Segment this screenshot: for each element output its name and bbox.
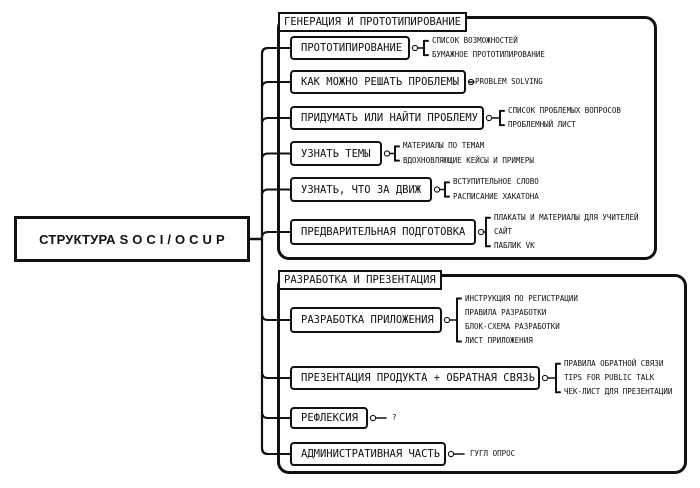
topic-label: УЗНАТЬ, ЧТО ЗА ДВИЖ bbox=[301, 183, 422, 196]
leaf-item: МАТЕРИАЛЫ ПО ТЕМАМ bbox=[403, 141, 485, 151]
topic-label: РЕФЛЕКСИЯ bbox=[301, 412, 358, 424]
leaf-item: ПРОБЛЕМНЫЙ ЛИСТ bbox=[508, 120, 576, 130]
leaf-item: БЛОК-СХЕМА РАЗРАБОТКИ bbox=[465, 322, 560, 332]
topic-node: КАК МОЖНО РЕШАТЬ ПРОБЛЕМЫ bbox=[290, 70, 466, 94]
leaf-item: ВСТУПИТЕЛЬНОЕ СЛОВО bbox=[453, 177, 539, 187]
leaf-item: ПРАВИЛА РАЗРАБОТКИ bbox=[465, 307, 547, 317]
topic-node: ПРЕДВАРИТЕЛЬНАЯ ПОДГОТОВКА bbox=[290, 219, 476, 245]
leaf-item: TIPS FOR PUBLIC TALK bbox=[564, 373, 655, 382]
topic-label: УЗНАТЬ ТЕМЫ bbox=[301, 147, 371, 160]
section-frame bbox=[277, 274, 687, 474]
leaf-item: СПИСОК ВОЗМОЖНОСТЕЙ bbox=[432, 35, 518, 45]
topic-node: РЕФЛЕКСИЯ bbox=[290, 407, 368, 429]
leaf-item: ПРАВИЛА ОБРАТНОЙ СВЯЗИ bbox=[564, 358, 664, 368]
leaf-item: ? bbox=[392, 413, 397, 422]
leaf-item: ЧЕК-ЛИСТ ДЛЯ ПРЕЗЕНТАЦИИ bbox=[564, 387, 673, 397]
topic-label: ПРИДУМАТЬ ИЛИ НАЙТИ ПРОБЛЕМУ bbox=[301, 112, 479, 124]
topic-label: ПРЕЗЕНТАЦИЯ ПРОДУКТА + ОБРАТНАЯ СВЯЗЬ bbox=[301, 372, 535, 384]
leaf-item: PROBLEM SOLVING bbox=[475, 77, 543, 86]
leaf-item: ПАБЛИК VK bbox=[494, 241, 535, 251]
root-label: СТРУКТУРА S O C I / O C U P bbox=[39, 231, 225, 247]
leaf-item: ПЛАКАТЫ И МАТЕРИАЛЫ ДЛЯ УЧИТЕЛЕЙ bbox=[494, 212, 639, 222]
topic-label: ПРЕДВАРИТЕЛЬНАЯ ПОДГОТОВКА bbox=[301, 226, 466, 238]
trunk-line bbox=[260, 46, 269, 456]
topic-node: УЗНАТЬ, ЧТО ЗА ДВИЖ bbox=[290, 177, 432, 202]
leaf-item: СПИСОК ПРОБЛЕМЫХ ВОПРОСОВ bbox=[508, 105, 621, 115]
leaf-item: ВДОХНОВЛЯЮЩИЕ КЕЙСЫ И ПРИМЕРЫ bbox=[403, 155, 534, 165]
topic-label: КАК МОЖНО РЕШАТЬ ПРОБЛЕМЫ bbox=[301, 76, 460, 88]
topic-node: УЗНАТЬ ТЕМЫ bbox=[290, 141, 382, 166]
topic-label: РАЗРАБОТКА ПРИЛОЖЕНИЯ bbox=[301, 314, 434, 326]
topic-node: ПРОТОТИПИРОВАНИЕ bbox=[290, 36, 410, 60]
topic-node: АДМИНИСТРАТИВНАЯ ЧАСТЬ bbox=[290, 442, 446, 466]
topic-node: ПРИДУМАТЬ ИЛИ НАЙТИ ПРОБЛЕМУ bbox=[290, 106, 484, 130]
leaf-item: САЙТ bbox=[494, 227, 513, 236]
root-node: СТРУКТУРА S O C I / O C U P bbox=[14, 216, 250, 262]
topic-label: АДМИНИСТРАТИВНАЯ ЧАСТЬ bbox=[301, 448, 441, 460]
leaf-item: РАСПИСАНИЕ ХАКАТОНА bbox=[453, 191, 539, 201]
leaf-item: БУМАЖНОЕ ПРОТОТИПИРОВАНИЕ bbox=[432, 50, 545, 60]
section-title: ГЕНЕРАЦИЯ И ПРОТОТИПИРОВАНИЕ bbox=[278, 12, 468, 32]
leaf-item: ЛИСТ ПРИЛОЖЕНИЯ bbox=[465, 336, 533, 346]
leaf-item: ГУГЛ ОПРОС bbox=[470, 449, 516, 458]
section-title: РАЗРАБОТКА И ПРЕЗЕНТАЦИЯ bbox=[278, 270, 442, 290]
topic-label: ПРОТОТИПИРОВАНИЕ bbox=[301, 42, 403, 54]
topic-node: ПРЕЗЕНТАЦИЯ ПРОДУКТА + ОБРАТНАЯ СВЯЗЬ bbox=[290, 366, 540, 390]
leaf-item: ИНСТРУКЦИЯ ПО РЕГИСТРАЦИИ bbox=[465, 293, 578, 303]
topic-node: РАЗРАБОТКА ПРИЛОЖЕНИЯ bbox=[290, 307, 442, 333]
